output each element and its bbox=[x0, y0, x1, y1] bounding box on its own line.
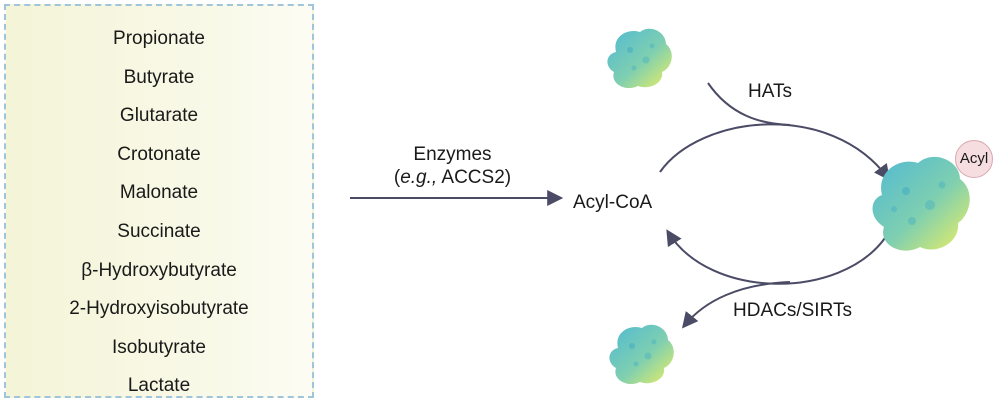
hats-branch bbox=[707, 82, 791, 126]
metabolite-item: Malonate bbox=[119, 182, 199, 204]
enzymes-label: Enzymes bbox=[413, 144, 492, 165]
metabolite-item: Propionate bbox=[113, 28, 205, 49]
metabolite-list-box: Propionate Butyrate Glutarate Crotonate … bbox=[4, 4, 314, 398]
metabolite-item: Butyrate bbox=[123, 66, 195, 88]
protein-bottom-icon bbox=[609, 324, 674, 385]
metabolite-item: β-Hydroxybutyrate bbox=[81, 259, 237, 281]
enzymes-example: ACCS2) bbox=[437, 167, 512, 188]
metabolite-item: Glutarate bbox=[119, 105, 199, 127]
metabolite-item: Succinate bbox=[117, 220, 201, 242]
hdacs-sirts-label: HDACs/SIRTs bbox=[733, 300, 852, 321]
acyl-coa-label: Acyl-CoA bbox=[573, 192, 653, 213]
deacylation-arc bbox=[666, 229, 886, 285]
acylation-arc bbox=[659, 123, 890, 181]
metabolite-item: Lactate bbox=[127, 375, 191, 397]
metabolite-item: 2-Hydroxyisobutyrate bbox=[69, 298, 249, 320]
metabolite-list: Propionate Butyrate Glutarate Crotonate … bbox=[6, 20, 312, 406]
enzymes-example-label: (e.g., ACCS2) bbox=[350, 167, 555, 189]
hdacs-branch bbox=[681, 281, 791, 329]
acyl-group-badge: Acyl bbox=[955, 140, 993, 178]
metabolite-item: Isobutyrate bbox=[112, 336, 206, 358]
hats-label: HATs bbox=[748, 81, 792, 102]
enzymes-paren-open: ( bbox=[393, 167, 401, 188]
metabolite-item: Crotonate bbox=[117, 143, 201, 165]
protein-top-icon bbox=[607, 28, 672, 89]
protein-acylated-icon bbox=[872, 156, 970, 251]
enzymes-eg: e.g., bbox=[400, 167, 438, 188]
